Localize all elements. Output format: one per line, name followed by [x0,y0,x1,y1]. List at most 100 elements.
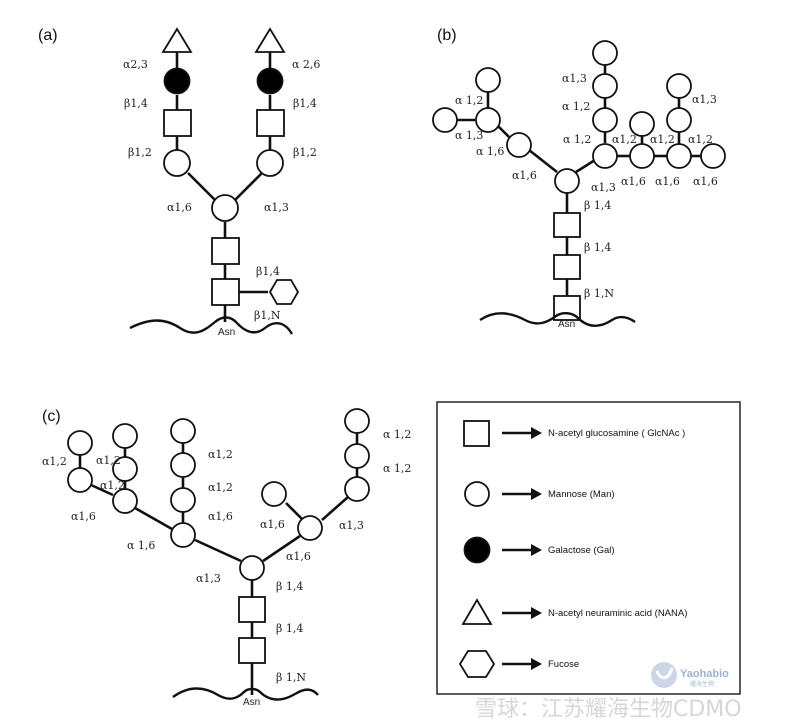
linkage-label: β1,4 [124,97,148,110]
legend-item-glcnac: N-acetyl glucosamine ( GlcNAc ) [463,420,685,447]
glcnac-square [553,212,581,238]
panel-b: (b) [432,27,726,330]
bond [134,506,173,531]
mannose-circle [592,40,618,66]
mannose-circle [297,515,323,541]
linkage-label: α1,3 [692,93,717,106]
linkage-label: β 1,N [584,287,614,300]
bond [321,496,349,521]
watermark-brand: Yaohabio [680,668,729,680]
bond [575,158,596,174]
mannose-circle [170,452,196,478]
mannose-circle [344,476,370,502]
legend-label: N-acetyl neuraminic acid (NANA) [548,608,687,619]
mannose-circle [170,487,196,513]
bond [90,483,114,497]
galactose-circle [256,67,284,95]
protein-backbone [129,316,294,335]
legend-item-nana: N-acetyl neuraminic acid (NANA) [461,598,687,625]
legend-label: Galactose (Gal) [548,545,615,556]
protein-backbone [172,687,319,701]
legend-item-fucose: Fucose [458,650,579,678]
mannose-circle [67,430,93,456]
square-icon [463,420,490,447]
linkage-label: α1,3 [264,201,289,214]
linkage-label: α 1,6 [476,145,504,158]
legend-label: Mannose (Man) [548,489,615,500]
mannose-circle [344,408,370,434]
mannose-circle [256,149,284,177]
mannose-circle [112,488,138,514]
watermark: Yaohabio 耀海生物 雪球：江苏耀海生物CDMO [475,662,742,722]
linkage-label: β1,4 [293,97,317,110]
bond [262,534,301,563]
legend-label: N-acetyl glucosamine ( GlcNAc ) [548,428,685,439]
legend-label: Fucose [548,659,579,670]
linkage-label: β 1,4 [584,241,611,254]
protein-backbone [479,312,636,327]
linkage-label: α1,2 [100,479,125,492]
panel-b-label: (b) [437,27,457,44]
panel-c: (c) [42,408,411,708]
mannose-circle [629,143,655,169]
glcnac-square [211,237,240,265]
asn-label: Asn [558,319,575,330]
linkage-label: α1,3 [339,519,364,532]
bond [194,538,242,563]
linkage-label: α 1,3 [455,129,483,142]
bond [528,148,558,174]
linkage-label: α1,2 [650,133,675,146]
linkage-label: α1,6 [512,169,537,182]
linkage-label: α1,3 [196,572,221,585]
linkage-label: α 1,2 [562,100,590,113]
yaohabio-logo-icon [651,662,677,688]
mannose-circle [112,456,138,482]
mannose-circle [592,107,618,133]
linkage-label: α1,6 [208,510,233,523]
linkage-label: β 1,4 [276,580,303,593]
linkage-label: α1,3 [562,72,587,85]
mannose-circle [163,149,191,177]
legend-box [436,401,741,695]
linkage-label: α 1,2 [383,462,411,475]
linkage-label: α 1,2 [383,428,411,441]
filled-circle-icon [463,536,491,564]
linkage-label: β1,N [254,309,281,322]
glcnac-square [211,278,240,306]
mannose-circle [475,107,501,133]
arrow-head-icon [531,607,542,619]
linkage-label: α1,2 [96,454,121,467]
mannose-circle [432,107,458,133]
mannose-circle [170,522,196,548]
bond [285,502,304,521]
bond [187,172,216,201]
linkage-label: α1,6 [260,518,285,531]
glcnac-square [238,596,266,623]
linkage-label: α1,2 [208,481,233,494]
mannose-circle [112,423,138,449]
arrow-head-icon [531,544,542,556]
mannose-circle [239,555,265,581]
panel-a: (a) Asn α [38,27,320,338]
linkage-label: α1,6 [621,175,646,188]
nana-triangle [161,27,193,53]
linkage-label: β1,4 [256,265,280,278]
linkage-label: α1,3 [591,181,616,194]
linkage-label: α1,6 [167,201,192,214]
linkage-label: α2,3 [123,58,148,71]
mannose-circle [261,481,287,507]
linkage-label: α 1,2 [455,94,483,107]
mannose-circle [170,418,196,444]
mannose-circle [475,67,501,93]
mannose-circle [666,73,692,99]
asn-label: Asn [243,697,260,708]
mannose-circle [506,132,532,158]
legend-item-galactose: Galactose (Gal) [463,536,615,564]
panel-a-label: (a) [38,27,58,44]
linkage-label: β1,2 [128,146,152,159]
watermark-brand-sub: 耀海生物 [690,680,714,688]
circle-icon [464,481,490,507]
linkage-label: α1,2 [612,133,637,146]
mannose-circle [666,107,692,133]
arrow-head-icon [531,488,542,500]
